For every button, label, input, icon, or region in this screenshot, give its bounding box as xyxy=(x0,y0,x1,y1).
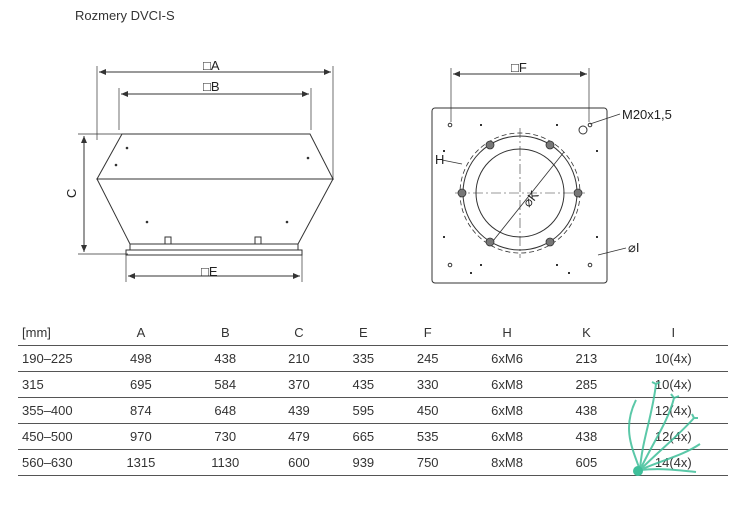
label-i: ⌀I xyxy=(628,240,639,255)
table-cell: 213 xyxy=(554,345,619,372)
label-a: □A xyxy=(203,58,220,73)
table-cell: 970 xyxy=(98,423,184,450)
table-cell: 315 xyxy=(18,371,98,398)
table-cell: 210 xyxy=(266,345,332,372)
plate-dots xyxy=(443,124,598,274)
table-cell: 605 xyxy=(554,449,619,476)
table-cell: 6xM8 xyxy=(459,371,555,398)
header-k: K xyxy=(554,320,619,346)
table-cell: 874 xyxy=(98,397,184,424)
top-view xyxy=(431,68,627,284)
table-cell: 10(4x) xyxy=(618,345,728,372)
label-f: □F xyxy=(511,60,527,75)
table-cell: 330 xyxy=(395,371,460,398)
table-row: 450–500 970 730 479 665 535 6xM8 438 12(… xyxy=(18,423,728,450)
table-cell: 370 xyxy=(266,371,332,398)
table-cell: 12(4x) xyxy=(618,423,728,450)
header-h: H xyxy=(459,320,555,346)
table-cell: 695 xyxy=(98,371,184,398)
table-cell: 750 xyxy=(395,449,460,476)
table-row: 355–400 874 648 439 595 450 6xM8 438 12(… xyxy=(18,397,728,424)
table-cell: 438 xyxy=(554,397,619,424)
header-i: I xyxy=(618,320,728,346)
table-cell: 1315 xyxy=(98,449,184,476)
label-m: M20x1,5 xyxy=(622,107,672,122)
table-cell: 438 xyxy=(183,345,267,372)
header-b: B xyxy=(183,320,267,346)
table-cell: 584 xyxy=(183,371,267,398)
table-cell: 560–630 xyxy=(18,449,98,476)
table-row: 190–225 498 438 210 335 245 6xM6 213 10(… xyxy=(18,345,728,372)
label-h: H xyxy=(435,152,444,167)
header-c: C xyxy=(266,320,332,346)
table-cell: 730 xyxy=(183,423,267,450)
table-cell: 190–225 xyxy=(18,345,98,372)
label-c: C xyxy=(64,189,79,198)
dimensions-table: [mm] A B C E F H K I 190–225 498 438 210… xyxy=(18,320,728,476)
table-cell: 6xM8 xyxy=(459,423,555,450)
table-cell: 939 xyxy=(331,449,396,476)
table-cell: 665 xyxy=(331,423,396,450)
table-cell: 438 xyxy=(554,423,619,450)
table-header-row: [mm] A B C E F H K I xyxy=(18,320,728,346)
table-cell: 12(4x) xyxy=(618,397,728,424)
header-a: A xyxy=(98,320,184,346)
table-cell: 648 xyxy=(183,397,267,424)
dandelion-logo xyxy=(628,381,701,476)
table-row: 315 695 584 370 435 330 6xM8 285 10(4x) xyxy=(18,371,728,398)
header-mm: [mm] xyxy=(18,320,98,346)
table-cell: 335 xyxy=(331,345,396,372)
label-b: □B xyxy=(203,79,220,94)
table-cell: 450 xyxy=(395,397,460,424)
page-title: Rozmery DVCI-S xyxy=(75,8,175,23)
header-f: F xyxy=(395,320,460,346)
table-cell: 6xM8 xyxy=(459,397,555,424)
table-cell: 6xM6 xyxy=(459,345,555,372)
table-cell: 285 xyxy=(554,371,619,398)
label-e: □E xyxy=(201,264,218,279)
flange-bolts xyxy=(457,140,583,247)
table-cell: 245 xyxy=(395,345,460,372)
table-cell: 535 xyxy=(395,423,460,450)
table-cell: 600 xyxy=(266,449,332,476)
table-cell: 450–500 xyxy=(18,423,98,450)
table-cell: 435 xyxy=(331,371,396,398)
table-cell: 439 xyxy=(266,397,332,424)
table-cell: 355–400 xyxy=(18,397,98,424)
header-e: E xyxy=(331,320,396,346)
table-cell: 1130 xyxy=(183,449,267,476)
technical-drawing: □A □B C □E xyxy=(64,58,672,284)
table-cell: 10(4x) xyxy=(618,371,728,398)
table-row: 560–630 1315 1130 600 939 750 8xM8 605 1… xyxy=(18,449,728,476)
label-k: ⌀K xyxy=(520,187,542,209)
table-cell: 498 xyxy=(98,345,184,372)
table-cell: 479 xyxy=(266,423,332,450)
side-view xyxy=(78,66,334,282)
table-cell: 595 xyxy=(331,397,396,424)
table-cell: 8xM8 xyxy=(459,449,555,476)
